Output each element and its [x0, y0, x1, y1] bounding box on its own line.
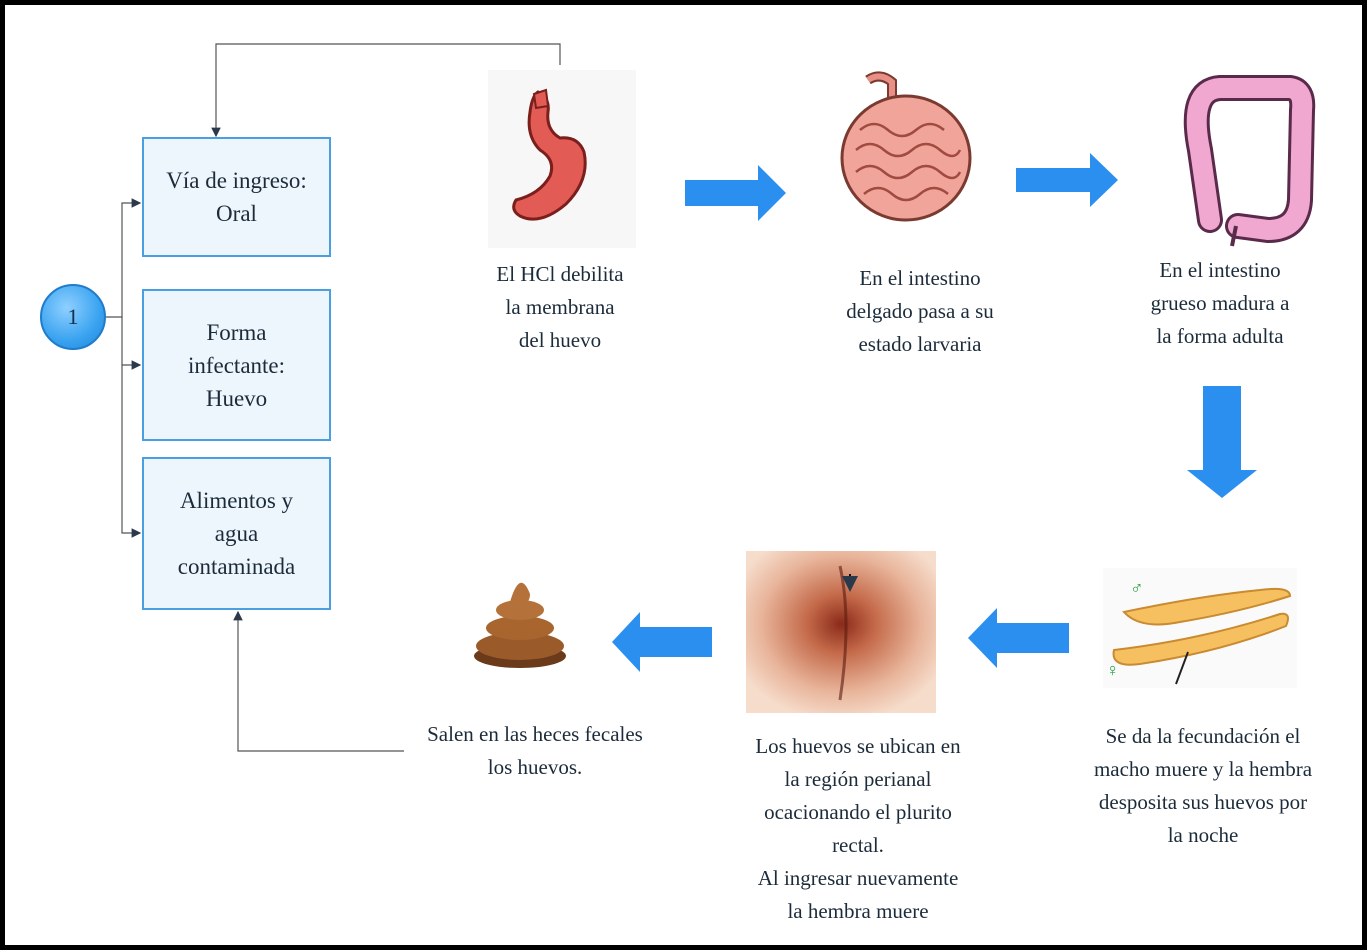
branch-connector: [121, 317, 142, 370]
start-circle: 1: [40, 284, 106, 350]
caption-small-intestine: En el intestino delgado pasa a su estado…: [846, 266, 994, 356]
caption-stomach: El HCl debilita la membrana del huevo: [496, 262, 624, 352]
box-forma-infectante: Forma infectante: Huevo: [142, 289, 331, 441]
svg-text:♂: ♂: [1130, 578, 1144, 598]
perianal-photo: [746, 551, 936, 713]
flow-arrow-right: [685, 165, 786, 221]
loop-connector-top: [211, 43, 561, 138]
branch-connector: [106, 198, 142, 318]
caption-perianal: Los huevos se ubican en la región perian…: [755, 734, 961, 923]
small-intestine-icon: [840, 71, 972, 222]
large-intestine-icon: [1183, 75, 1316, 247]
branch-connector: [121, 365, 142, 538]
caption-large-intestine: En el intestino grueso madura a la forma…: [1150, 258, 1290, 348]
caption-worms: Se da la fecundación el macho muere y la…: [1093, 724, 1313, 847]
svg-text:♀: ♀: [1106, 660, 1120, 680]
flow-arrow-left: [612, 612, 712, 672]
loop-connector-bottom: [233, 610, 404, 752]
flow-arrow-right: [1016, 153, 1118, 207]
flow-arrow-down: [1187, 386, 1257, 498]
flow-arrow-left: [968, 608, 1069, 668]
feces-icon: [474, 582, 566, 668]
start-number: 1: [67, 304, 79, 329]
stomach-icon: [488, 70, 636, 248]
caption-feces: Salen en las heces fecales los huevos.: [427, 722, 643, 779]
box-via-ingreso: Vía de ingreso: Oral: [142, 137, 331, 257]
box-alimentos-agua: Alimentos y agua contaminada: [142, 457, 331, 610]
worms-icon: ♂ ♀: [1103, 568, 1297, 688]
